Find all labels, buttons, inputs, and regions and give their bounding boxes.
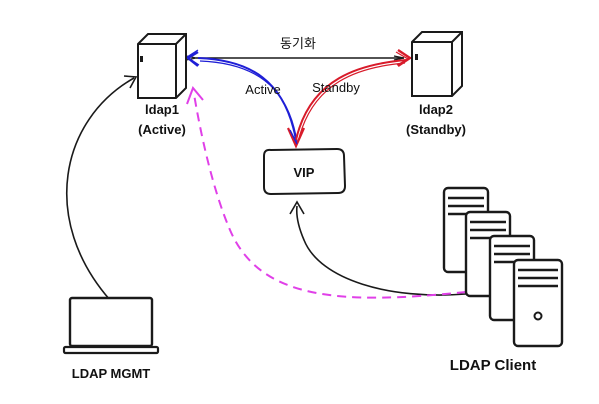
ldap2-role: (Standby) [406, 122, 466, 137]
ldap-client-label: LDAP Client [450, 357, 536, 374]
client-servers-icon[interactable] [442, 186, 564, 348]
client-server-4-icon [512, 258, 564, 348]
standby-label: Standby [312, 80, 360, 95]
active-connector [197, 57, 298, 143]
laptop-icon[interactable] [62, 296, 160, 355]
client-to-ldap1-dashed-connector [186, 86, 467, 299]
vip-label: VIP [294, 165, 315, 180]
ldap-mgmt-label: LDAP MGMT [72, 366, 151, 381]
ldap2-server-icon[interactable] [411, 31, 463, 97]
ldap1-name: ldap1 [145, 102, 179, 117]
mgmt-to-ldap1-connector [66, 75, 138, 301]
active-label: Active [245, 82, 280, 97]
ldap1-server-icon[interactable] [137, 33, 187, 99]
standby-connector [286, 59, 407, 149]
vip-box[interactable] [263, 147, 347, 196]
client-to-vip-connector [289, 200, 467, 296]
ldap2-name: ldap2 [419, 102, 453, 117]
ldap1-role: (Active) [138, 122, 186, 137]
sync-label: 동기화 [280, 36, 316, 51]
